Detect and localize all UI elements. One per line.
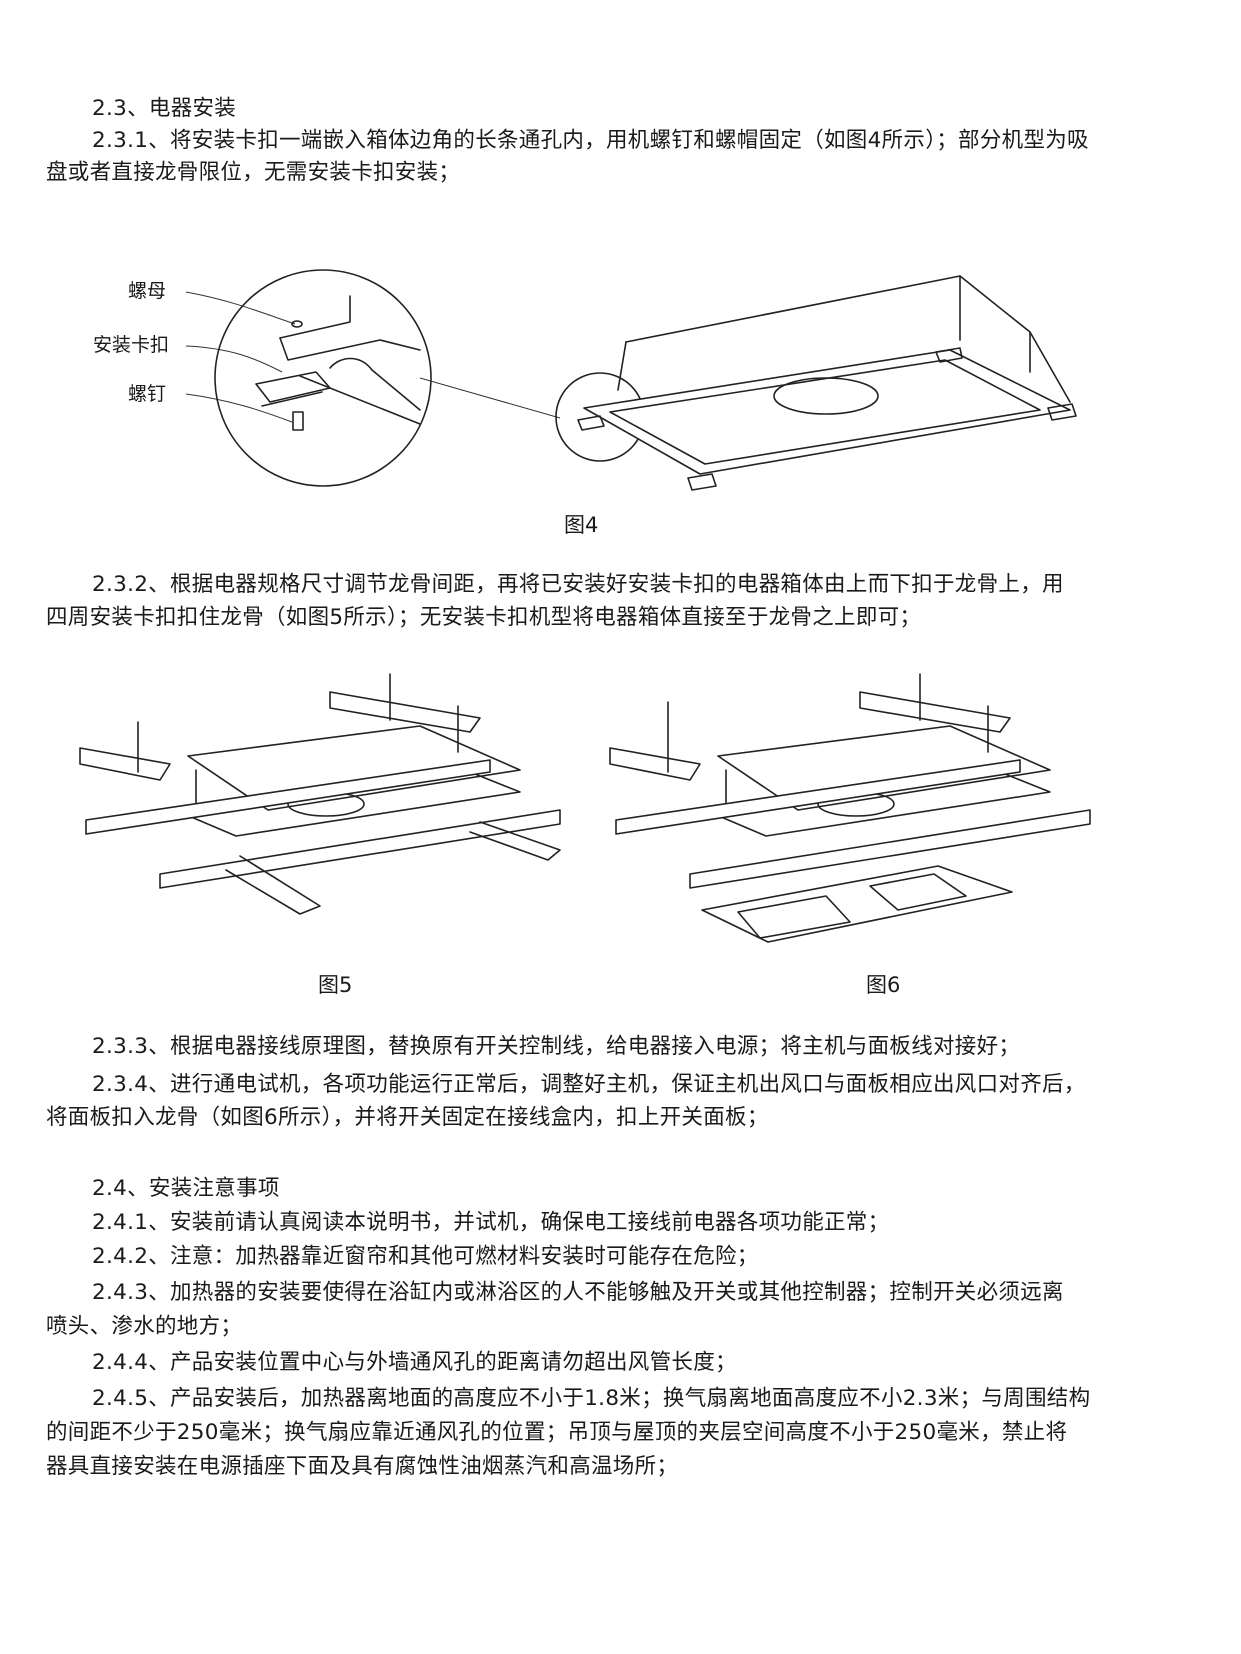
box-left-wall xyxy=(617,341,627,391)
item-2-4-5-line1: 2.4.5、产品安装后，加热器离地面的高度应不小于1.8米；换气扇离地面高度应不… xyxy=(92,1386,1091,1411)
item-2-4-5-line2: 的间距不少于250毫米；换气扇应靠近通风孔的位置；吊顶与屋顶的夹层空间高度不小于… xyxy=(46,1420,1068,1445)
paragraph-2-3-2-line2: 四周安装卡扣扣住龙骨（如图5所示）；无安装卡扣机型将电器箱体直接至于龙骨之上即可… xyxy=(46,605,922,630)
fig6-rail-back xyxy=(615,759,1021,835)
fig6-box-top xyxy=(717,725,1051,811)
detail-panel-edge xyxy=(299,375,421,425)
item-2-4-3-line1: 2.4.3、加热器的安装要使得在浴缸内或淋浴区的人不能够触及开关或其他控制器；控… xyxy=(92,1280,1064,1305)
box-top xyxy=(625,275,1071,403)
keel-right-end-6 xyxy=(859,691,1011,733)
keel-left-end-6 xyxy=(609,747,701,781)
detail-slot xyxy=(329,357,421,411)
fig6-grille-right xyxy=(869,873,967,911)
box-inner-frame xyxy=(609,359,1041,465)
fig6-rail-front xyxy=(689,809,1091,889)
leader-clip xyxy=(185,345,283,373)
figure-4-caption: 图4 xyxy=(564,513,599,537)
fig6-face-panel xyxy=(701,865,1013,943)
figure-5-caption: 图5 xyxy=(318,973,353,997)
paragraph-2-3-2-line1: 2.3.2、根据电器规格尺寸调节龙骨间距，再将已安装好安装卡扣的电器箱体由上而下… xyxy=(92,572,1064,597)
figure-4-drawing: 螺母 安装卡扣 螺钉 xyxy=(93,269,1077,491)
leader-nut xyxy=(185,291,296,325)
figure-5-drawing xyxy=(79,673,561,915)
clip-front-left xyxy=(577,415,605,431)
item-2-4-1: 2.4.1、安装前请认真阅读本说明书，并试机，确保电工接线前电器各项功能正常； xyxy=(92,1210,890,1235)
fig5-box-top xyxy=(187,725,521,811)
detail-frame-lip xyxy=(279,337,421,361)
item-2-4-4: 2.4.4、产品安装位置中心与外墙通风孔的距离请勿超出风管长度； xyxy=(92,1350,737,1375)
paragraph-2-3-1-line2: 盘或者直接龙骨限位，无需安装卡扣安装； xyxy=(46,160,461,185)
detail-clip xyxy=(255,371,331,403)
label-clip: 安装卡扣 xyxy=(93,334,169,356)
paragraph-2-3-4-line2: 将面板扣入龙骨（如图6所示），并将开关固定在接线盒内，扣上开关面板； xyxy=(46,1105,769,1130)
fig5-keel-right xyxy=(469,821,561,861)
label-nut: 螺母 xyxy=(128,280,166,302)
section-heading-2-4: 2.4、安装注意事项 xyxy=(92,1176,280,1201)
leader-screw xyxy=(185,393,293,423)
item-2-4-5-line3: 器具直接安装在电源插座下面及具有腐蚀性油烟蒸汽和高温场所； xyxy=(46,1454,679,1479)
magnifier-leader xyxy=(419,377,561,419)
box-fan-opening xyxy=(773,377,879,415)
section-heading-2-3: 2.3、电器安装 xyxy=(92,96,237,121)
keel-left-end xyxy=(79,747,171,781)
fig5-rail-front xyxy=(159,809,561,889)
fig5-rail-back xyxy=(85,759,491,835)
detail-screw xyxy=(292,411,304,431)
paragraph-2-3-3: 2.3.3、根据电器接线原理图，替换原有开关控制线，给电器接入电源；将主机与面板… xyxy=(92,1034,1021,1059)
clip-front-right xyxy=(687,473,717,491)
detail-nut xyxy=(291,320,303,328)
paragraph-2-3-4-line1: 2.3.4、进行通电试机，各项功能运行正常后，调整好主机，保证主机出风口与面板相… xyxy=(92,1072,1086,1097)
box-flange xyxy=(583,349,1071,475)
clip-back-left xyxy=(935,347,963,363)
detail-circle xyxy=(214,269,432,487)
figure-6-drawing xyxy=(609,673,1091,943)
keel-right-end xyxy=(329,691,481,733)
detail-clip-lower xyxy=(261,391,323,407)
paragraph-2-3-1-line1: 2.3.1、将安装卡扣一端嵌入箱体边角的长条通孔内，用机螺钉和螺帽固定（如图4所… xyxy=(92,128,1089,153)
item-2-4-3-line2: 喷头、渗水的地方； xyxy=(46,1314,243,1339)
fig6-grille-left xyxy=(737,895,851,939)
detail-frame-edge xyxy=(279,295,351,339)
figure-6-caption: 图6 xyxy=(866,973,901,997)
item-2-4-2: 2.4.2、注意：加热器靠近窗帘和其他可燃材料安装时可能存在危险； xyxy=(92,1244,759,1269)
fig5-keel-front xyxy=(225,855,321,915)
label-screw: 螺钉 xyxy=(128,383,166,405)
clip-back-right xyxy=(1047,403,1077,421)
